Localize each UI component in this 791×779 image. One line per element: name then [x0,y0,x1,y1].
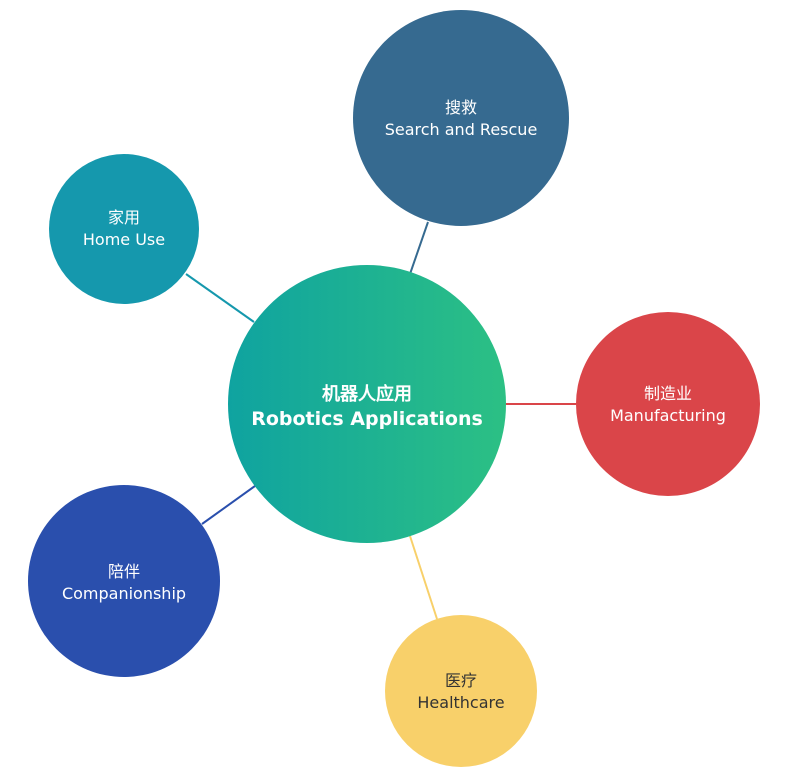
node-circle-manufacturing [576,312,760,496]
node-circle-search-rescue [353,10,569,226]
connector-home-use [185,273,255,323]
node-label-en-search-rescue: Search and Rescue [385,120,538,139]
node-circle-home-use [49,154,199,304]
node-circle-companionship [28,485,220,677]
node-manufacturing[interactable]: 制造业 Manufacturing [576,312,760,496]
connector-healthcare [409,535,438,620]
connector-search-rescue [409,221,429,275]
node-label-en-manufacturing: Manufacturing [610,406,726,425]
node-circle-healthcare [385,615,537,767]
node-home-use[interactable]: 家用 Home Use [49,154,199,304]
node-label-en-home-use: Home Use [83,230,165,249]
center-circle [228,265,506,543]
node-label-en-healthcare: Healthcare [417,693,504,712]
node-label-zh-home-use: 家用 [108,208,140,227]
node-companionship[interactable]: 陪伴 Companionship [28,485,220,677]
node-label-zh-companionship: 陪伴 [108,562,140,581]
center-label-en: Robotics Applications [251,408,483,430]
node-label-en-companionship: Companionship [62,584,186,603]
center-node[interactable]: 机器人应用 Robotics Applications [228,265,506,543]
node-label-zh-search-rescue: 搜救 [445,98,477,117]
node-search-rescue[interactable]: 搜救 Search and Rescue [353,10,569,226]
node-label-zh-manufacturing: 制造业 [644,384,692,403]
center-label-zh: 机器人应用 [322,383,412,405]
node-label-zh-healthcare: 医疗 [445,671,477,690]
connector-companionship [201,485,256,525]
node-healthcare[interactable]: 医疗 Healthcare [385,615,537,767]
